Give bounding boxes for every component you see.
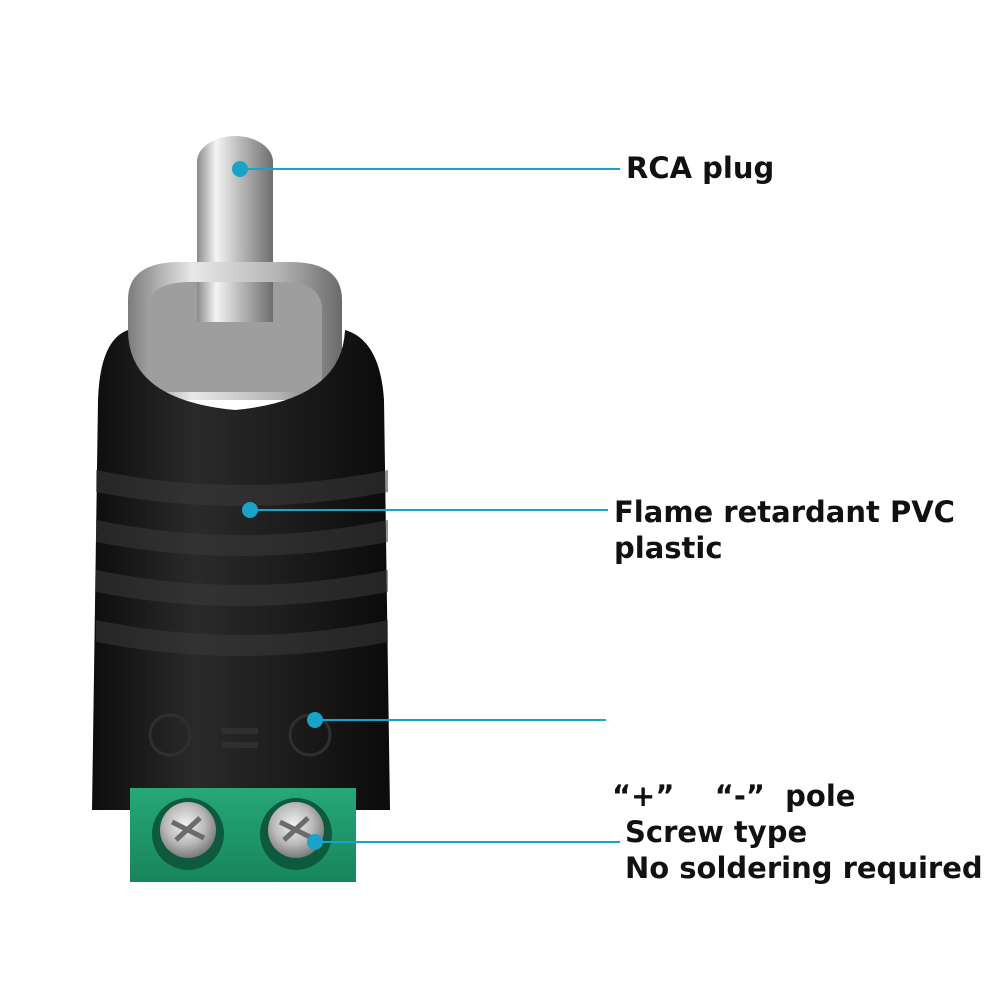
label-line: No soldering required xyxy=(625,851,983,885)
label-line: RCA plug xyxy=(626,151,775,185)
rca-metal-shell xyxy=(128,262,342,400)
label-screw-type: Screw type No soldering required xyxy=(625,814,983,886)
callout-rca xyxy=(232,161,620,177)
label-pole: “+” “-” pole xyxy=(612,706,855,886)
label-rca-plug: RCA plug xyxy=(626,150,774,186)
callout-pvc xyxy=(242,502,608,518)
label-flame-retardant-pvc: Flame retardant PVC plastic xyxy=(614,494,955,566)
screw-terminal xyxy=(130,788,356,882)
label-line: plastic xyxy=(614,531,723,565)
callout-pole xyxy=(307,712,606,728)
label-line: “+” “-” pole xyxy=(612,779,856,813)
callout-screw xyxy=(307,834,620,850)
callout-dot-icon xyxy=(307,834,323,850)
label-line: Flame retardant PVC xyxy=(614,495,955,529)
callout-dot-icon xyxy=(242,502,258,518)
pvc-body xyxy=(92,330,390,810)
callout-dot-icon xyxy=(232,161,248,177)
callout-dot-icon xyxy=(307,712,323,728)
label-line: Screw type xyxy=(625,815,808,849)
